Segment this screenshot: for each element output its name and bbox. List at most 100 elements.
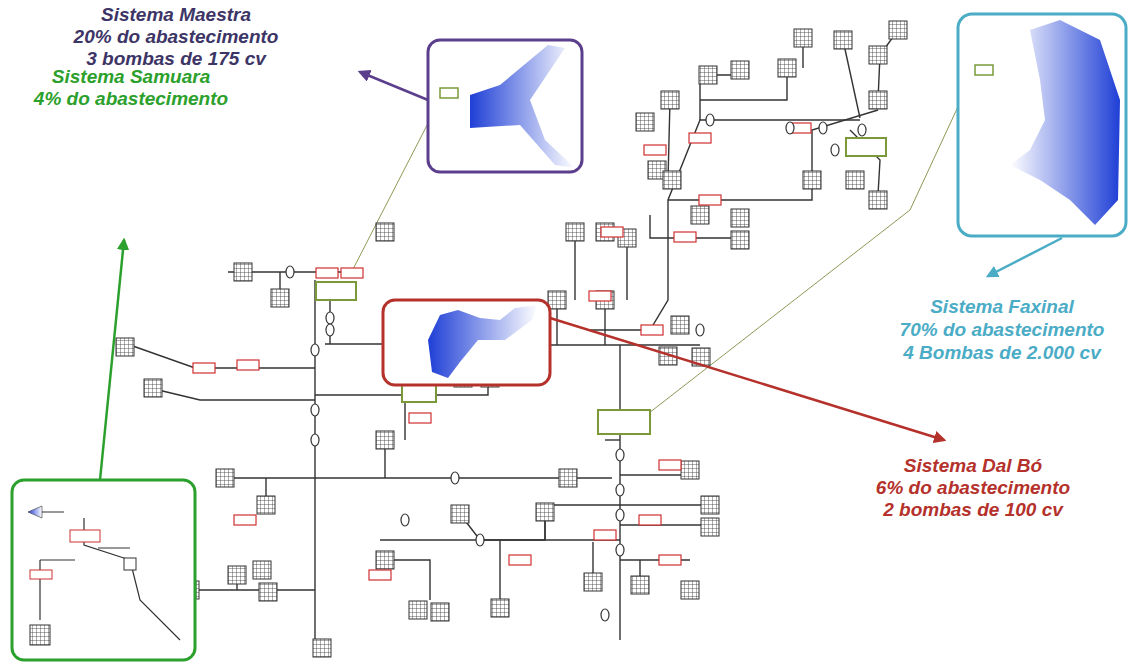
valve-symbol [616,544,624,556]
callout-label: 4 Bombas de 2.000 cv [903,342,1101,364]
dalbo-reservoir [428,305,538,378]
callout-label: Sistema Faxinal [930,296,1074,318]
reservoir-icon [409,601,427,619]
callout-label: 6% do abastecimento [876,477,1070,499]
reservoir-icon [257,496,275,514]
pump-box [316,268,338,278]
pump-box [699,195,721,205]
callout-label: Sistema Dal Bó [904,455,1042,477]
callout-arrow [988,238,1062,276]
pipe-lines [130,30,898,652]
pump-box [409,413,431,423]
reservoir-icon [691,206,709,224]
valve-symbol [286,266,294,278]
reservoir-icon [661,91,679,109]
reservoir-icon [491,599,509,617]
reservoir-icon [869,91,887,109]
valve-symbol [601,609,609,621]
pump-box [674,232,696,242]
valve-symbol [696,324,704,336]
reservoir-icon [731,231,749,249]
callout-label: Sistema Maestra [101,4,251,26]
intake-box [440,88,458,98]
callout-arrow [550,318,944,440]
reservoir-icon [216,469,234,487]
reservoir-icon [731,61,749,79]
reservoir-icon [671,316,689,334]
reservoir-icon [376,223,394,241]
callout-arrow [360,72,428,100]
valve-symbol [326,312,334,324]
valve-symbol [311,404,319,416]
reservoir-icon [794,29,812,47]
faxinal-reservoir [1010,20,1120,225]
samuara-frame [12,480,195,660]
reservoir-icon [536,503,554,521]
valve-symbol [451,472,459,484]
maestra-frame [428,40,582,172]
callout-label: 4% do abastecimento [34,88,228,110]
pump-boxes [193,123,811,580]
reservoir-icon [663,171,681,189]
reservoir-icon [431,603,449,621]
valve-symbol [326,324,334,336]
valve-symbol [616,484,624,496]
samuara-inset [28,506,180,645]
reservoir-icon [699,66,717,84]
reservoir-icon [451,505,469,523]
pump-box [341,268,363,278]
valve-symbol [616,509,624,521]
reservoir-icon [803,171,821,189]
reservoir-icon [869,46,887,64]
reservoir-icons [116,21,907,657]
valve-symbols [286,114,866,621]
callout-arrow [100,240,124,480]
reservoir-icon [548,291,566,309]
reservoir-icon [869,191,887,209]
pump-box [641,325,663,335]
valve-symbol [786,122,794,134]
reservoir-icon [253,561,271,579]
pump-box [234,515,256,525]
reservoir-icon [701,496,719,514]
pump-box [644,145,666,155]
pump-box [659,555,681,565]
valve-symbol [706,114,714,126]
reservoir-icon [376,431,394,449]
reservoir-icon [559,469,577,487]
callout-label: 2 bombas de 100 cv [883,499,1063,521]
pump-box [369,570,391,580]
reservoir-icon [144,379,162,397]
reservoir-icon [846,171,864,189]
callout-label: 20% do abastecimento [74,26,279,48]
pump-box [193,363,215,373]
valve-symbol [401,514,409,526]
pump-box [689,133,711,143]
valve-symbol [831,144,839,156]
pump-box [509,555,531,565]
reservoir-icon [636,113,654,131]
reservoir-icon [313,639,331,657]
reservoir-icon [731,209,749,227]
valve-symbol [858,124,866,136]
valve-symbol [819,122,827,134]
reservoir-icon [376,551,394,569]
reservoir-icon [631,576,649,594]
pump-box [639,515,661,525]
pump-box [589,291,611,301]
reservoir-icon [834,31,852,49]
faxinal-frame [958,14,1126,236]
valve-symbol [616,449,624,461]
pump-box [659,460,681,470]
dalbo-frame [383,300,550,385]
valve-symbol [476,534,484,546]
valve-symbol [311,344,319,356]
callout-label: 70% do abastecimento [900,319,1105,341]
reservoir-icon [584,573,602,591]
callout-label: Sistema Samuara [52,66,210,88]
reservoir-icon [681,581,699,599]
intake-box [975,65,993,75]
reservoir-icon [228,566,246,584]
reservoir-icon [889,21,907,39]
valve-symbol [311,434,319,446]
